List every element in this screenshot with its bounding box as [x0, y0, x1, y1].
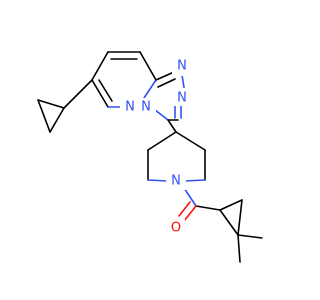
bond	[91, 51, 109, 81]
atom-n-triazole-top: N	[177, 59, 187, 74]
atom-n-pyridazine-left: N	[125, 100, 135, 115]
bond	[157, 78, 176, 88]
bond	[183, 187, 197, 207]
bond	[91, 79, 109, 108]
bond	[98, 79, 113, 102]
atom-o-carbonyl: O	[171, 221, 181, 236]
bond	[49, 107, 65, 133]
bond	[175, 131, 206, 151]
bond	[183, 179, 206, 182]
bond	[141, 79, 157, 102]
bond	[37, 99, 65, 109]
bond	[155, 71, 175, 81]
bond	[147, 179, 169, 182]
atom-labels: N N N N N O	[120, 58, 192, 237]
bond	[167, 119, 177, 133]
bond	[195, 205, 221, 211]
bond	[237, 234, 241, 263]
bond	[237, 199, 243, 236]
bond	[183, 205, 197, 222]
bond	[139, 51, 157, 81]
bond	[63, 79, 93, 109]
bond	[37, 99, 51, 133]
atom-n-triazole-right: N	[177, 91, 187, 106]
molecule-diagram: N N N N N O	[37, 51, 263, 263]
bond	[147, 131, 177, 151]
atom-n-bridgehead: N	[141, 100, 151, 115]
atom-n-piperidine: N	[171, 174, 181, 189]
bond	[219, 199, 243, 211]
bond	[219, 209, 239, 236]
bond	[178, 201, 191, 217]
bond	[237, 234, 263, 239]
